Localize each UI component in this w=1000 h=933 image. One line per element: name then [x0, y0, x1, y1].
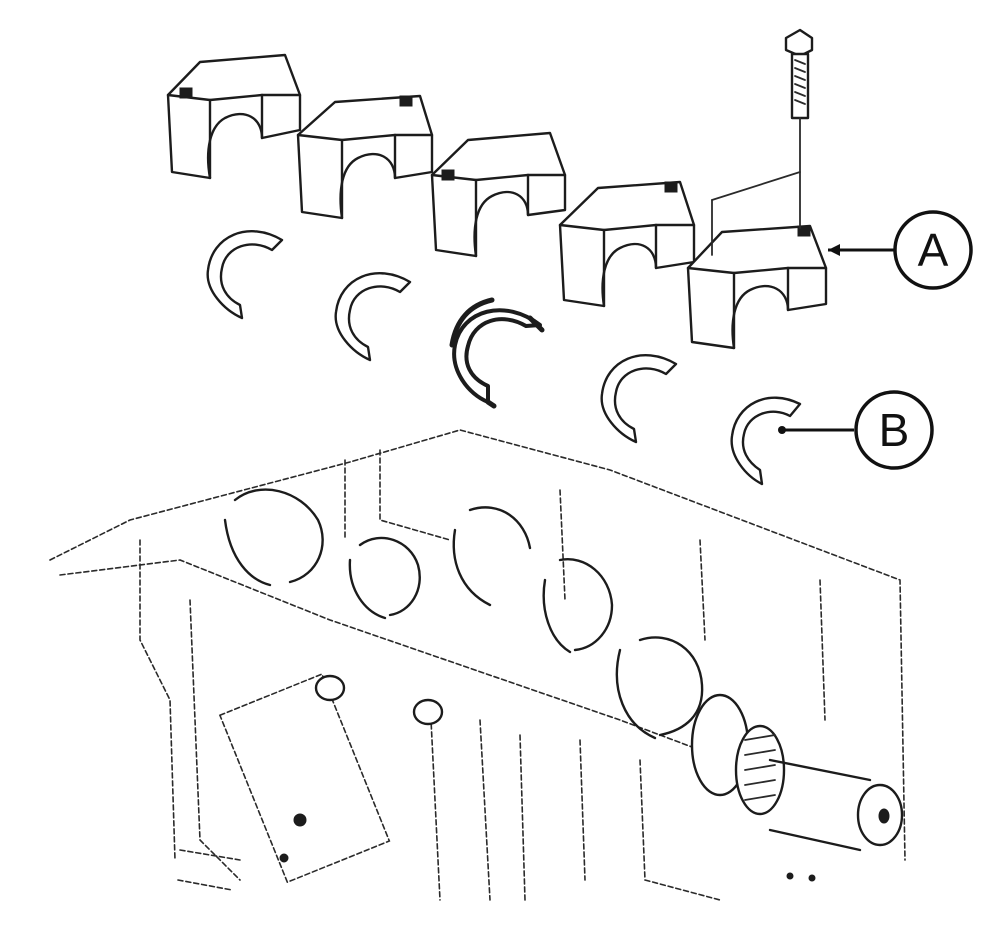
- bearing-shell-2: [334, 272, 412, 362]
- main-bearing-cap-5: [686, 171, 828, 350]
- bearing-shell-1: [206, 230, 284, 320]
- main-bearing-cap-4: [558, 180, 696, 308]
- bearing-shell-4: [600, 354, 678, 444]
- callout-a-label: A: [918, 224, 949, 276]
- callout-b: B: [778, 390, 934, 470]
- main-bearing-cap-1: [166, 53, 302, 180]
- bearing-shell-5: [730, 396, 802, 486]
- callout-a: A: [828, 210, 973, 290]
- engine-block: [49, 429, 906, 901]
- main-bearing-cap-2: [296, 94, 434, 220]
- crankshaft: [223, 488, 904, 882]
- main-bearing-cap-3: [430, 131, 567, 258]
- bearing-shell-3-thrust: [449, 297, 545, 409]
- cap-bolt: [784, 28, 814, 229]
- callout-b-label: B: [879, 404, 910, 456]
